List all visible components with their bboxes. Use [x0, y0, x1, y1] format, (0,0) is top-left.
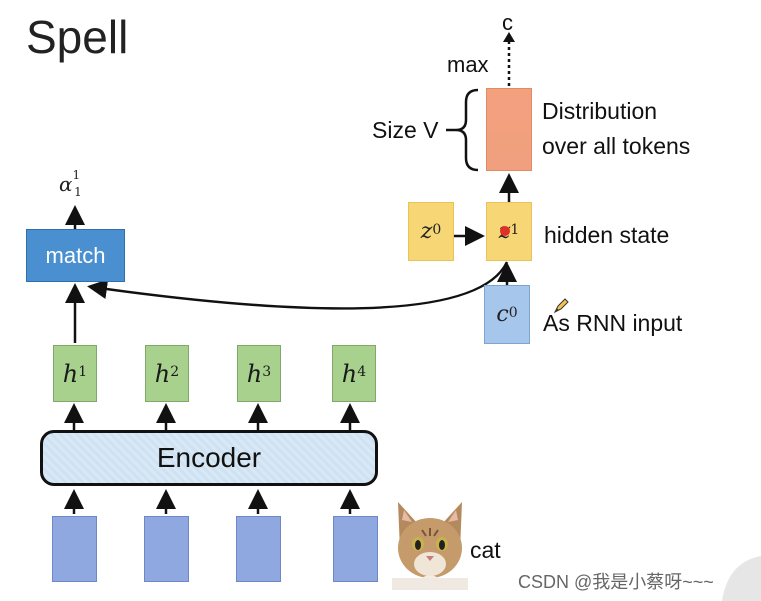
cat-image: [392, 502, 468, 590]
rnn-input-label: As RNN input: [543, 310, 683, 336]
encoder-block: Encoder: [40, 430, 378, 486]
slide-title: Spell: [26, 11, 129, 63]
input-vector-1: [52, 516, 97, 582]
output-char-label: c: [502, 10, 513, 35]
input-vector-4: [333, 516, 378, 582]
distribution-label-line1: Distribution: [542, 98, 658, 124]
pen-cursor-icon: [553, 298, 569, 314]
attention-weight-alpha: α11: [59, 168, 82, 199]
watermark-text: CSDN @我是小蔡呀~~~: [518, 572, 714, 592]
corner-decoration-icon: [722, 556, 761, 601]
encoder-label: Encoder: [156, 442, 262, 473]
size-v-label: Size V: [372, 117, 439, 143]
match-label: match: [45, 242, 106, 268]
cat-label: cat: [470, 537, 501, 563]
distribution-label-line2: over all tokens: [542, 133, 691, 159]
pointer-dot: [500, 226, 510, 236]
input-vector-3: [236, 516, 281, 582]
decoder-state-z1: z1: [486, 202, 532, 261]
match-block: match: [26, 229, 125, 282]
hidden-state-label: hidden state: [544, 222, 670, 248]
max-label: max: [447, 52, 489, 77]
input-vector-2: [144, 516, 189, 582]
distribution-box: [486, 88, 532, 171]
